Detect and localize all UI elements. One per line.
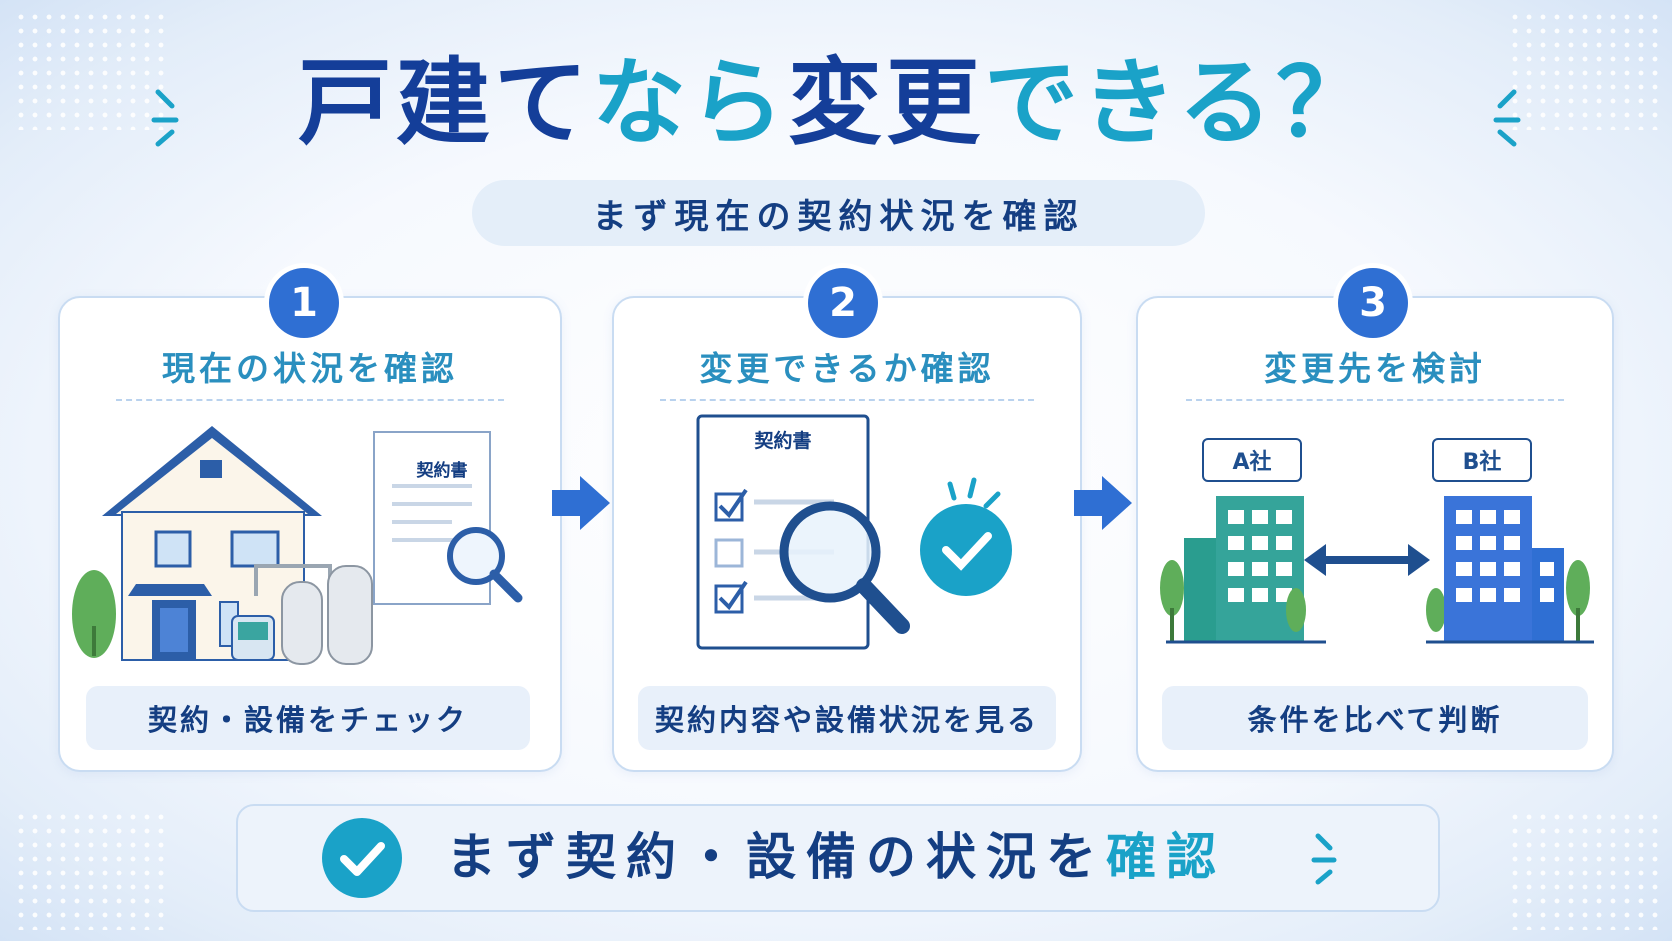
step-3-badge: 3 xyxy=(1338,268,1408,338)
company-a-label: A社 xyxy=(1202,438,1302,482)
step-1-caption: 契約・設備をチェック xyxy=(86,686,530,750)
arrow-right-icon xyxy=(552,476,610,530)
bottom-message: まず契約・設備の状況を確認 xyxy=(446,828,1226,886)
divider xyxy=(660,399,1034,401)
step-2-badge: 2 xyxy=(808,268,878,338)
step-3-title: 変更先を検討 xyxy=(1264,349,1486,388)
sparkle-left-icon xyxy=(151,89,179,147)
page-title: 戸建てなら変更できる？ xyxy=(298,49,1374,158)
bottom-text-main: まず契約・設備の状況を xyxy=(446,828,1106,886)
step-2-title: 変更できるか確認 xyxy=(699,349,995,388)
bottom-banner: まず契約・設備の状況を確認 xyxy=(236,804,1440,912)
step-2-caption: 契約内容や設備状況を見る xyxy=(638,686,1056,750)
divider xyxy=(116,399,504,401)
company-compare-illustration xyxy=(1160,496,1594,644)
company-b-label: B社 xyxy=(1432,438,1532,482)
checklist-search-illustration xyxy=(696,414,1012,650)
sparkle-right-icon xyxy=(1493,89,1521,147)
dot-pattern xyxy=(1508,810,1658,930)
dot-pattern xyxy=(14,810,164,930)
divider xyxy=(1186,399,1564,401)
doc-label: 契約書 xyxy=(754,430,812,452)
title-part-2: なら xyxy=(591,49,788,158)
step-card-2: 変更できるか確認 契約書 契約内容や設備状況を見る xyxy=(612,296,1082,772)
step-1-badge: 1 xyxy=(269,268,339,338)
subtitle-banner: まず現在の契約状況を確認 xyxy=(472,180,1205,246)
title-part-3: 変更 xyxy=(787,49,984,158)
house-gas-illustration xyxy=(72,426,523,665)
dot-pattern xyxy=(1508,10,1658,130)
step-card-1: 現在の状況を確認 契約書 契約・設備をチェック xyxy=(58,296,562,772)
doc-label: 契約書 xyxy=(416,461,468,481)
sparkle-icon xyxy=(1311,833,1337,885)
title-row: 戸建てなら変更できる？ xyxy=(0,48,1672,161)
dot-pattern xyxy=(14,10,164,130)
step-3-caption: 条件を比べて判断 xyxy=(1162,686,1588,750)
step-1-title: 現在の状況を確認 xyxy=(162,349,458,388)
arrow-right-icon xyxy=(1074,476,1132,530)
step-card-3: 変更先を検討 A社 B社 条件を比べて判断 xyxy=(1136,296,1614,772)
bottom-text-accent: 確認 xyxy=(1106,828,1226,886)
title-part-4: できる？ xyxy=(983,49,1375,158)
title-part-1: 戸建て xyxy=(297,49,592,158)
check-circle-icon xyxy=(322,818,402,898)
